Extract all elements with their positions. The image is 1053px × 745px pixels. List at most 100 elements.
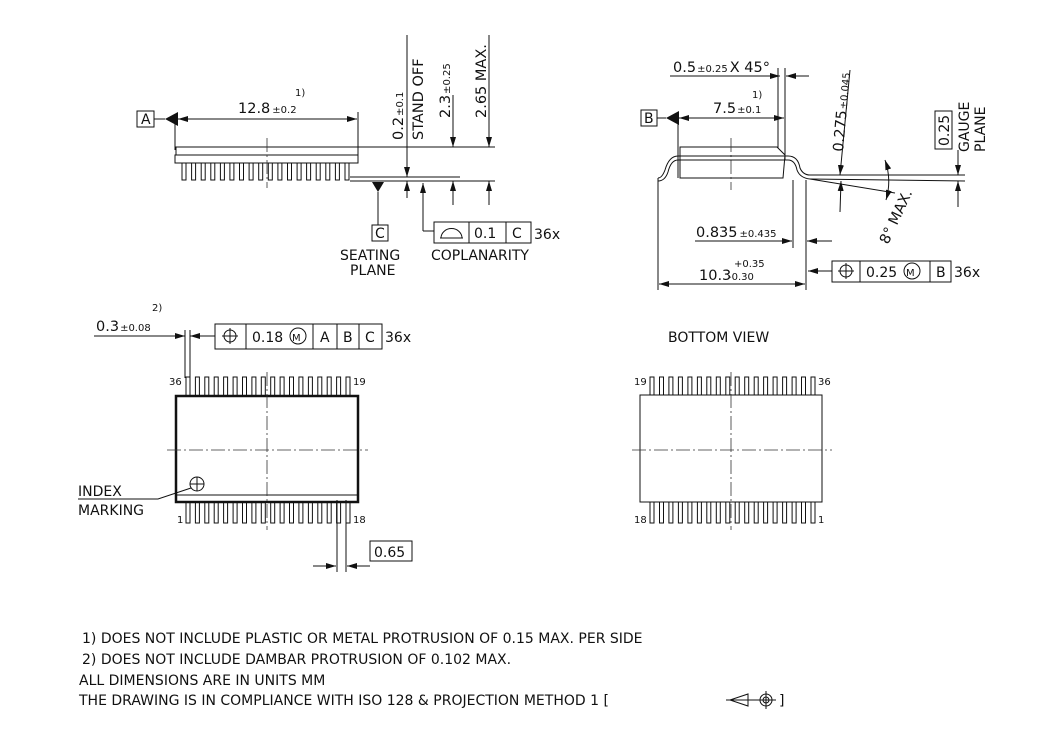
- pin-36-label: 36: [818, 377, 831, 388]
- lead-pin-side: [344, 162, 350, 181]
- gauge-label-2: PLANE: [973, 107, 989, 152]
- position-icon: [838, 263, 854, 279]
- lead-pin-side: [334, 162, 340, 181]
- lead-pin-bottom: [223, 501, 229, 524]
- pin-19-label: 19: [353, 377, 366, 388]
- lead-pin-bottom: [649, 501, 655, 524]
- pin-18-label: 18: [634, 515, 647, 526]
- lead-pin-bottom: [317, 501, 323, 524]
- datum-ref-a: A: [320, 330, 330, 346]
- lead-thickness-dimension: 0.275±0.045: [831, 72, 854, 153]
- lead-pin-top: [744, 376, 750, 396]
- lead-pin-bottom: [763, 501, 769, 524]
- side-view: A 12.8±0.2 1) 0.2±0.1 STAND OFF 2.3±0.25…: [136, 35, 560, 279]
- lead-pin-bottom: [782, 501, 788, 524]
- lead-pin-side: [200, 162, 206, 181]
- datum-ref-b: B: [343, 330, 353, 346]
- lead-pin-top: [677, 376, 683, 396]
- seating-plane-label-2: PLANE: [350, 263, 395, 279]
- datum-b-label: B: [644, 111, 654, 127]
- lead-pin-bottom: [687, 501, 693, 524]
- lead-pin-bottom: [185, 501, 191, 524]
- overall-width-tol-minus: -0.30: [728, 272, 754, 283]
- standoff-dimension: 0.2±0.1: [391, 92, 407, 140]
- gauge-value: 0.25: [937, 115, 953, 146]
- lead-pin-side: [267, 162, 273, 181]
- lead-pin-side: [191, 162, 197, 181]
- lead-pin-bottom: [298, 501, 304, 524]
- lead-pin-bottom: [668, 501, 674, 524]
- coplanarity-label: COPLANARITY: [431, 248, 529, 264]
- position-value: 0.18: [252, 330, 283, 346]
- lead-pin-bottom: [753, 501, 759, 524]
- max-material-icon: [289, 327, 307, 345]
- pitch-box: [369, 540, 413, 562]
- body-height-dimension: 2.3±0.25: [438, 63, 454, 118]
- lead-pin-top: [791, 376, 797, 396]
- lead-pin-bottom: [772, 501, 778, 524]
- pin-1-label: 1: [818, 515, 824, 526]
- lead-pin-bottom: [801, 501, 806, 524]
- overall-width-value: 10.3: [699, 268, 731, 284]
- lead-pin-bottom: [326, 501, 332, 524]
- lead-pin-top: [659, 376, 664, 396]
- lead-pin-side: [315, 162, 321, 181]
- position-frame-abc: 0.18 M A B C: [214, 323, 383, 350]
- overall-width-tol-plus: +0.35: [734, 259, 765, 270]
- index-marking-icon: [189, 476, 205, 492]
- note-iso-close: ]: [779, 693, 784, 709]
- coplanarity-count: 36x: [534, 227, 560, 243]
- lead-pin-top: [223, 376, 229, 397]
- lead-pin-top: [725, 376, 731, 396]
- profile-of-surface-icon: [440, 228, 463, 239]
- lead-pin-bottom: [307, 501, 313, 524]
- notes: 1) DOES NOT INCLUDE PLASTIC OR METAL PRO…: [78, 631, 784, 709]
- lead-pin-bottom: [659, 501, 664, 524]
- projection-method-icon: [726, 691, 776, 709]
- lead-pin-side: [210, 162, 216, 181]
- note-ref-1: 1): [295, 88, 305, 99]
- gauge-box: [934, 110, 953, 150]
- lead-pin-top: [345, 376, 351, 397]
- lead-pin-top: [687, 376, 693, 396]
- lead-pin-bottom: [213, 501, 219, 524]
- angle-dimension: 8° MAX.: [877, 187, 916, 246]
- coplanarity-value: 0.1: [474, 226, 496, 242]
- lead-pin-top: [298, 376, 304, 397]
- coplanarity-frame: 0.1 C: [433, 221, 532, 244]
- pitch-value: 0.65: [374, 545, 405, 561]
- foot-length-dimension: 0.835±0.435: [696, 225, 777, 241]
- lead-pin-side: [181, 162, 187, 181]
- lead-pin-bottom: [791, 501, 797, 524]
- position-value: 0.25: [866, 265, 897, 281]
- index-marking-label: INDEX: [78, 484, 122, 500]
- lead-pin-side: [248, 162, 254, 181]
- lead-pin-top: [194, 376, 200, 397]
- lead-pin-top: [270, 376, 276, 397]
- lead-pin-bottom: [251, 501, 257, 524]
- max-height-dimension: 2.65 MAX.: [474, 44, 490, 118]
- lead-pin-top: [336, 376, 342, 397]
- lead-pin-side: [277, 162, 283, 181]
- note-iso: THE DRAWING IS IN COMPLIANCE WITH ISO 12…: [78, 693, 609, 709]
- width-dimension: 7.5±0.1: [713, 101, 761, 117]
- lead-pin-top: [279, 376, 285, 397]
- lead-pin-top: [753, 376, 759, 396]
- gauge-label: GAUGE: [957, 102, 973, 152]
- lead-pin-top: [307, 376, 313, 397]
- lead-pin-bottom: [204, 501, 210, 524]
- index-marking-label-2: MARKING: [78, 503, 144, 519]
- lead-pin-top: [772, 376, 778, 396]
- lead-pin-bottom: [270, 501, 276, 524]
- pin-19-label: 19: [634, 377, 647, 388]
- bottom-view-title: BOTTOM VIEW: [668, 330, 769, 346]
- position-frame-b: 0.25 M B: [831, 260, 952, 283]
- position-count: 36x: [385, 330, 411, 346]
- coplanarity-datum: C: [512, 226, 522, 242]
- lead-pin-bottom: [725, 501, 731, 524]
- standoff-label: STAND OFF: [411, 58, 427, 140]
- side-view-leads: [181, 162, 350, 181]
- lead-pin-top: [326, 376, 332, 397]
- datum-c-label: C: [375, 226, 385, 242]
